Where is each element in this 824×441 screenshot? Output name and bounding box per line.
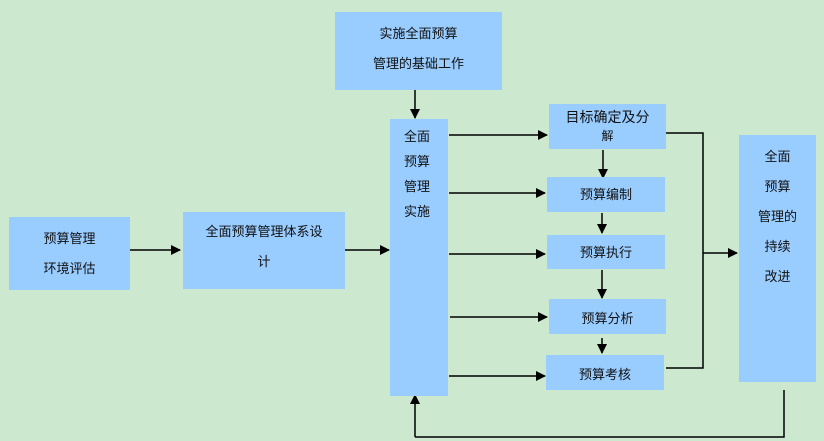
node-text: 改进 <box>764 270 791 285</box>
node-text: 解 <box>601 129 614 143</box>
node-text: 预算 <box>764 180 791 195</box>
node-text: 持续 <box>764 240 791 255</box>
node-compile: 预算编制 <box>547 177 665 212</box>
node-text: 预算编制 <box>579 188 632 203</box>
node-text: 管理 <box>404 180 431 195</box>
feedback-loop <box>415 390 785 438</box>
node-implementation: 全面 预算 管理 实施 <box>390 119 448 396</box>
node-text: 预算执行 <box>579 246 632 261</box>
node-text: 全面 <box>764 150 791 165</box>
bracket-to-improve <box>666 132 704 369</box>
node-analyze: 预算分析 <box>549 299 666 334</box>
node-text: 目标确定及分 <box>565 110 650 126</box>
node-foundation: 实施全面预算 管理的基础工作 <box>335 12 502 90</box>
node-environment: 预算管理 环境评估 <box>9 217 130 290</box>
node-text: 预算考核 <box>578 368 631 383</box>
node-text: 预算 <box>404 155 431 170</box>
node-text: 预算分析 <box>581 312 634 327</box>
node-system-design: 全面预算管理体系设 计 <box>183 212 345 289</box>
node-text: 预算管理 <box>43 232 96 247</box>
node-assess: 预算考核 <box>546 355 664 390</box>
node-text: 管理的 <box>757 210 797 225</box>
node-text: 环境评估 <box>43 262 96 277</box>
node-improve: 全面 预算 管理的 持续 改进 <box>739 135 816 382</box>
node-text: 实施全面预算 <box>379 27 458 42</box>
node-goal: 目标确定及分 解 <box>549 104 666 149</box>
node-execute: 预算执行 <box>547 235 665 269</box>
node-text: 实施 <box>404 205 431 220</box>
node-text: 全面预算管理体系设 <box>205 225 323 240</box>
node-text: 管理的基础工作 <box>372 57 464 72</box>
node-text: 全面 <box>404 130 431 145</box>
node-text: 计 <box>257 255 271 270</box>
